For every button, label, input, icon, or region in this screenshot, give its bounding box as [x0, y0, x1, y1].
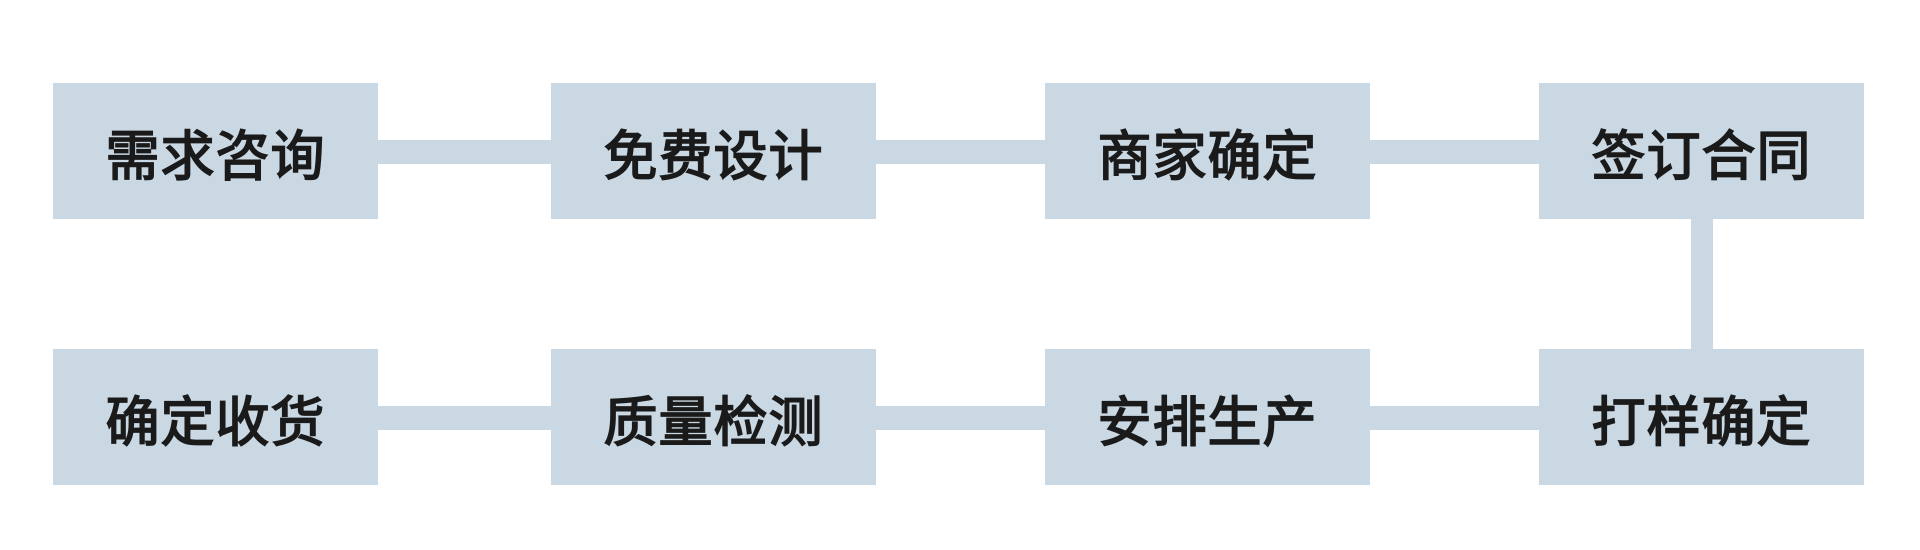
- step-label: 商家确定: [1097, 124, 1318, 188]
- step-label: 签订合同: [1591, 124, 1812, 188]
- step-sign-contract: 签订合同: [1539, 83, 1864, 219]
- step-label: 质量检测: [603, 390, 824, 454]
- step-confirm-receipt: 确定收货: [53, 349, 378, 485]
- connector-1-2: [378, 140, 553, 164]
- connector-3-4: [1370, 140, 1540, 164]
- step-label: 安排生产: [1097, 390, 1318, 454]
- step-free-design: 免费设计: [551, 83, 876, 219]
- step-label: 需求咨询: [105, 124, 326, 188]
- step-label: 免费设计: [603, 124, 824, 188]
- connector-5-6: [1370, 406, 1540, 430]
- step-merchant-confirm: 商家确定: [1045, 83, 1370, 219]
- step-arrange-production: 安排生产: [1045, 349, 1370, 485]
- connector-7-8: [378, 406, 553, 430]
- step-quality-inspection: 质量检测: [551, 349, 876, 485]
- connector-2-3: [876, 140, 1046, 164]
- step-sample-confirm: 打样确定: [1539, 349, 1864, 485]
- connector-4-5: [1691, 218, 1713, 352]
- step-label: 确定收货: [105, 390, 326, 454]
- step-label: 打样确定: [1591, 390, 1812, 454]
- connector-6-7: [876, 406, 1046, 430]
- step-demand-consultation: 需求咨询: [53, 83, 378, 219]
